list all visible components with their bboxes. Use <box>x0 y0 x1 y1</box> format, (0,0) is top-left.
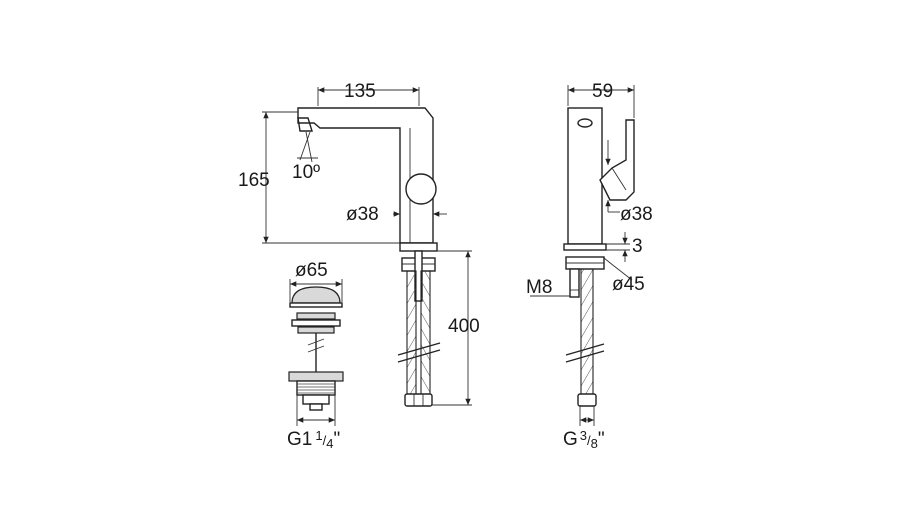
dim-front-body-diameter: ø38 <box>346 204 379 225</box>
valve-body-top <box>288 371 344 382</box>
front-hose-left <box>406 270 417 397</box>
side-aerator <box>577 118 593 128</box>
dim-body-width: 59 <box>592 81 613 102</box>
valve-thread-suffix: " <box>333 429 340 450</box>
front-hose-fitting <box>404 393 433 407</box>
valve-thread <box>297 383 335 394</box>
valve-thread-main: G1 <box>287 429 312 450</box>
dim-spout-angle: 10º <box>292 162 320 183</box>
side-body <box>567 107 603 245</box>
hose-thread-den: 8 <box>591 436 598 451</box>
dim-valve-diameter: ø65 <box>295 260 328 281</box>
front-view: 135 165 10º ø38 400 <box>238 81 480 407</box>
front-aerator <box>297 117 313 132</box>
dim-stud-thread: M8 <box>526 277 552 298</box>
break-line <box>397 342 441 356</box>
side-lever <box>599 119 635 201</box>
valve-thread-den: 4 <box>326 436 333 451</box>
valve-cap <box>291 286 341 304</box>
valve-flange <box>291 319 341 327</box>
dim-spout-length: 135 <box>344 81 376 102</box>
side-hose-fitting <box>577 393 597 407</box>
hose-thread-num: 3 <box>580 428 587 443</box>
front-lever-knob <box>405 173 437 205</box>
dim-base-diameter: ø45 <box>612 274 645 295</box>
front-spout-outline <box>297 107 434 244</box>
side-base-plate <box>563 243 607 251</box>
side-stud <box>569 268 580 298</box>
dim-height: 165 <box>238 170 270 191</box>
dim-side-body-diameter: ø38 <box>620 204 653 225</box>
dim-hose-length: 400 <box>448 316 480 337</box>
side-hose <box>580 268 594 397</box>
dim-plate-thickness: 3 <box>632 236 643 257</box>
valve-thread-num: 1 <box>315 428 322 443</box>
front-hose-right <box>420 270 431 397</box>
hose-thread-suffix: " <box>598 429 605 450</box>
front-base-plate <box>399 242 438 252</box>
hose-thread-main: G <box>563 429 578 450</box>
